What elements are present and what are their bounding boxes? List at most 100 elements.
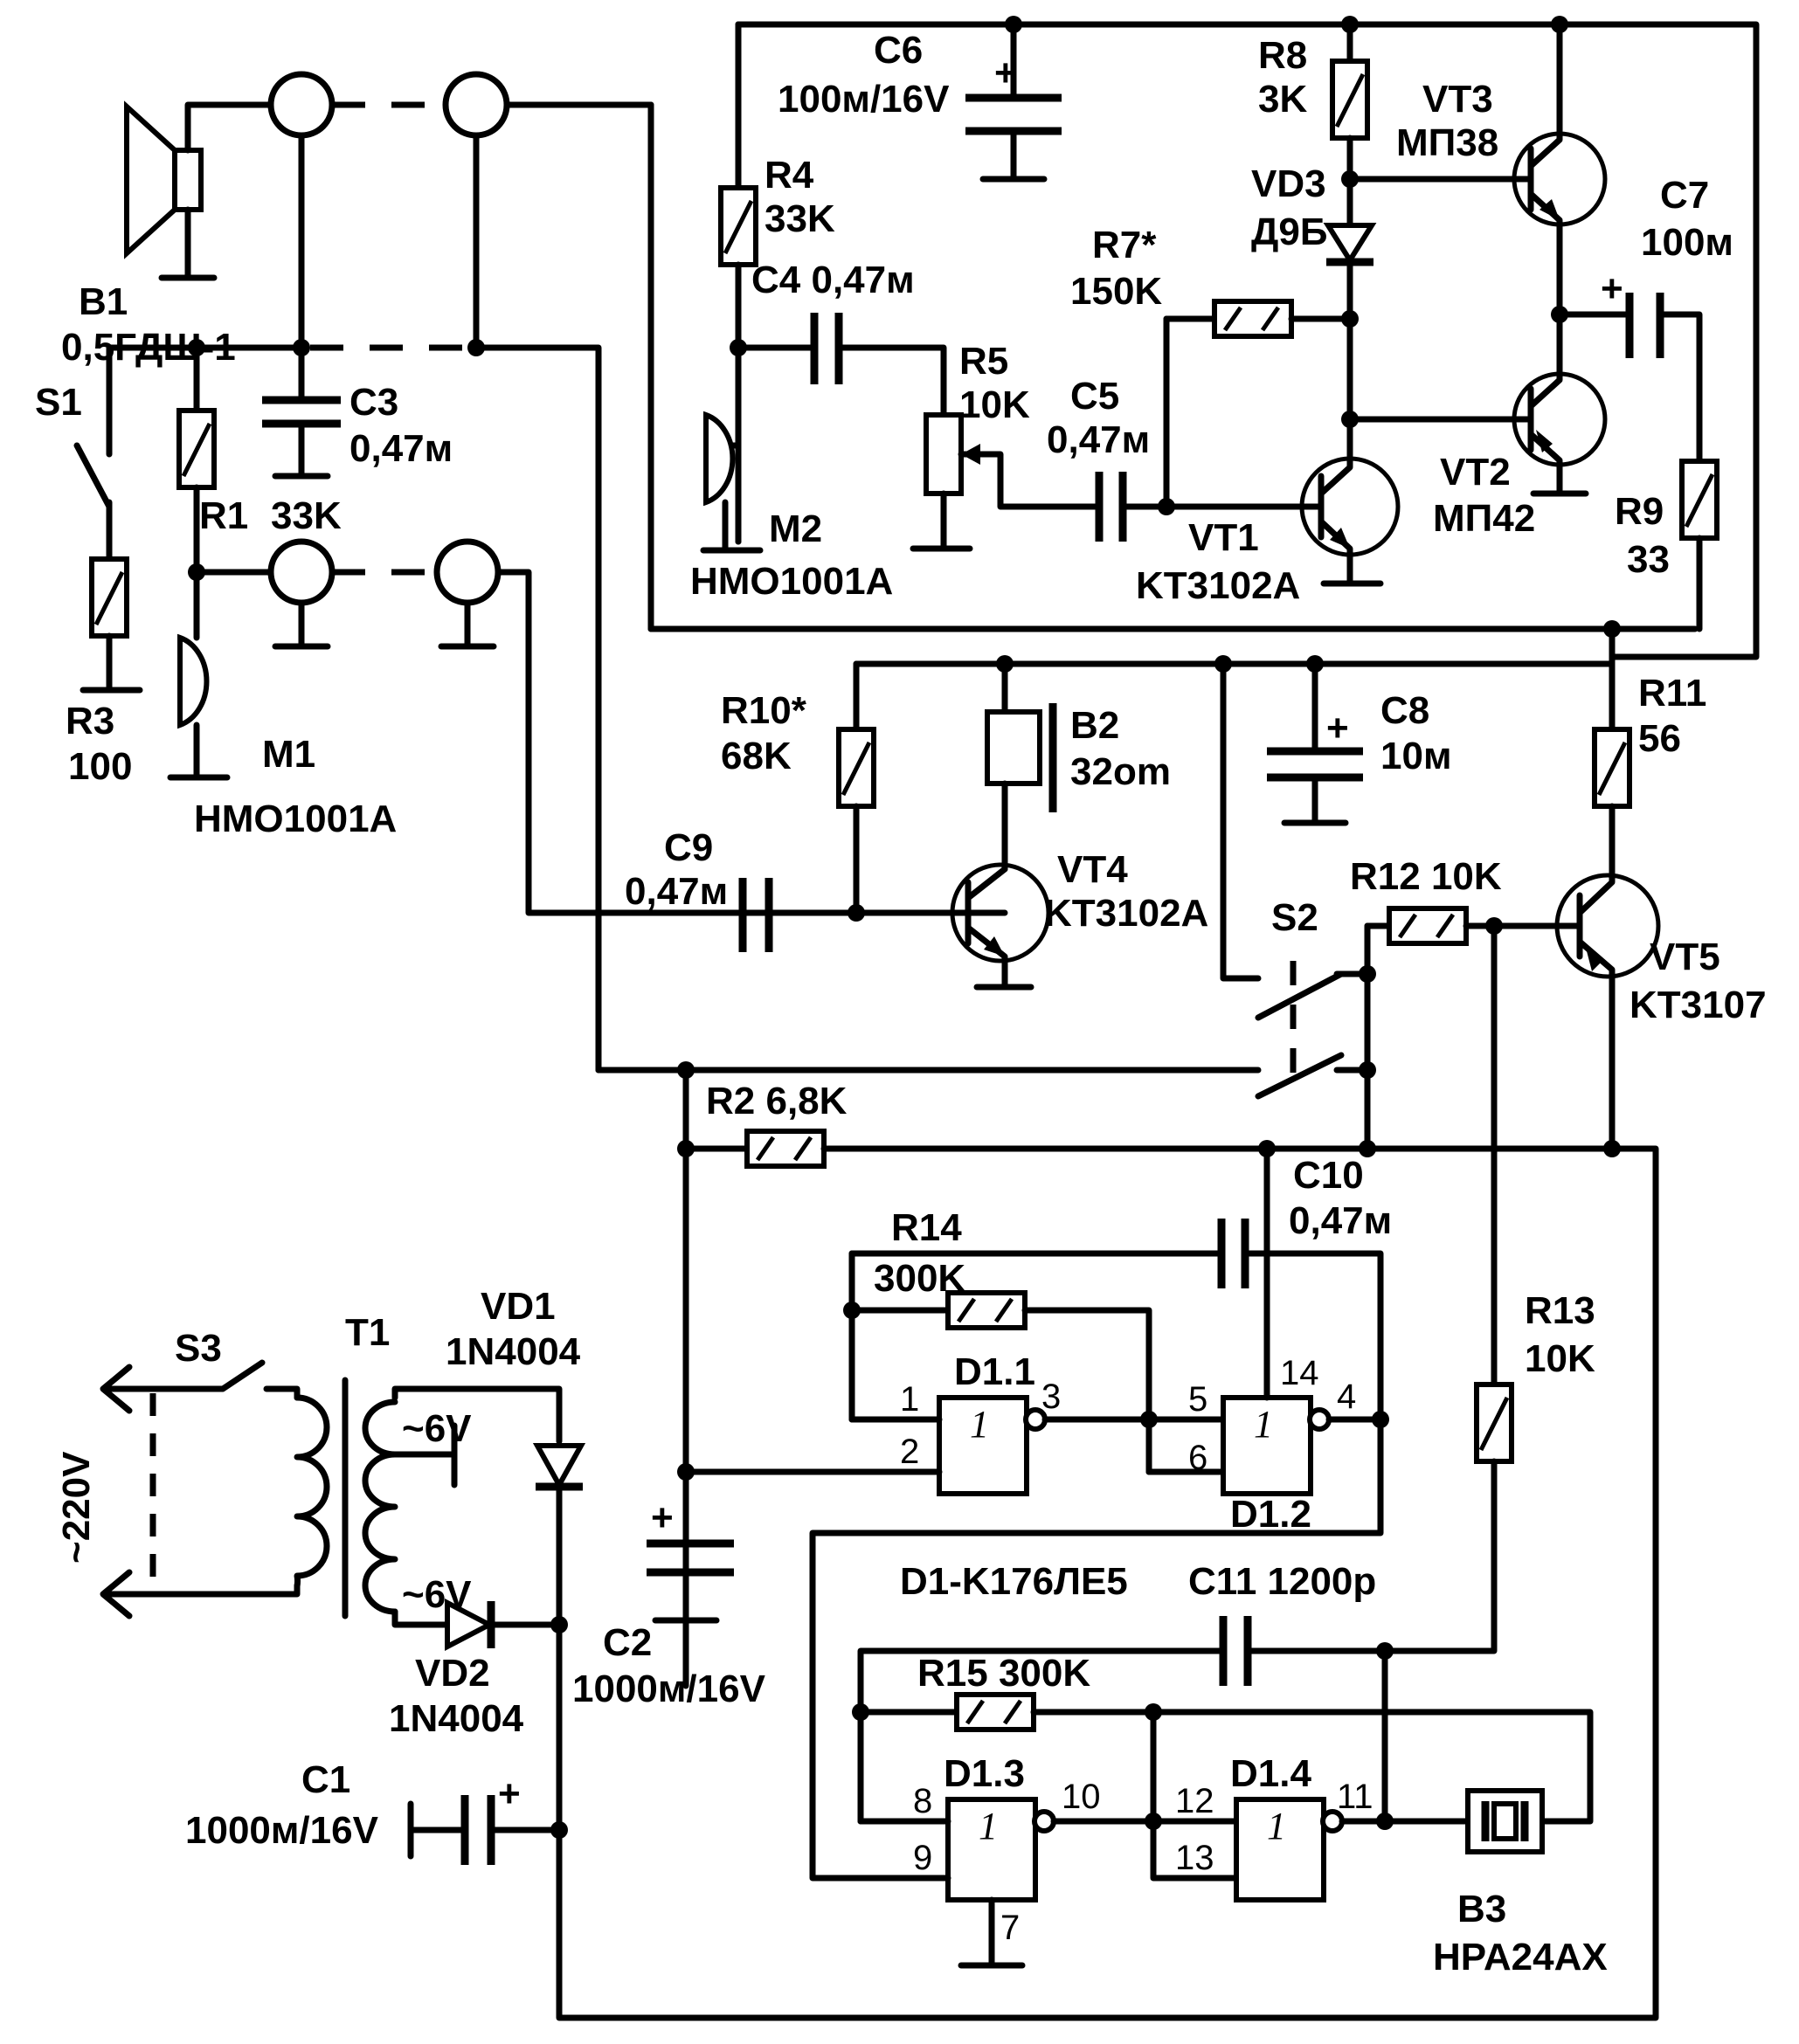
- potentiometer-r5: R5 10K: [910, 340, 1100, 552]
- svg-text:R11: R11: [1638, 672, 1706, 715]
- resistor-r9: R9 33: [1615, 459, 1719, 632]
- amplifier-section: + C6 100м/16V R8 3K VT3 МП38: [647, 16, 1760, 660]
- svg-text:VT2: VT2: [1440, 451, 1511, 494]
- svg-text:МП38: МП38: [1396, 121, 1498, 164]
- svg-text:10K: 10K: [959, 383, 1030, 426]
- capacitor-c11: C11 1200p: [852, 1560, 1376, 1825]
- svg-text:100м: 100м: [1641, 221, 1733, 264]
- capacitor-c6: + C6 100м/16V: [778, 21, 1062, 183]
- svg-text:R3: R3: [66, 700, 114, 742]
- svg-text:300K: 300K: [874, 1257, 965, 1300]
- svg-text:0,47м: 0,47м: [1047, 418, 1150, 461]
- capacitor-c10: C10 0,47м: [809, 1145, 1392, 1628]
- svg-text:11: 11: [1337, 1778, 1373, 1816]
- svg-text:+: +: [1326, 707, 1349, 749]
- svg-text:1: 1: [979, 1805, 998, 1847]
- resistor-r4: R4 33K: [718, 21, 835, 545]
- svg-text:5: 5: [1188, 1380, 1207, 1419]
- svg-text:НМО1001А: НМО1001А: [194, 798, 397, 840]
- svg-text:C4 0,47м: C4 0,47м: [751, 259, 915, 301]
- gate-d1-3: 1 8 9 7 10 D1.3: [809, 1621, 1157, 1969]
- microphone-m1: M1 НМО1001А: [167, 569, 397, 840]
- svg-text:C1: C1: [301, 1758, 350, 1801]
- transistor-vt3: VT3 МП38: [1341, 21, 1608, 318]
- switch-s1: S1: [35, 344, 113, 563]
- svg-text:B3: B3: [1457, 1888, 1506, 1930]
- svg-text:C2: C2: [603, 1621, 652, 1664]
- svg-text:7: 7: [1000, 1909, 1020, 1947]
- svg-text:9: 9: [913, 1839, 932, 1877]
- svg-text:4: 4: [1337, 1378, 1356, 1416]
- svg-text:33: 33: [1627, 538, 1670, 581]
- svg-text:R2 6,8K: R2 6,8K: [706, 1080, 848, 1122]
- svg-text:3K: 3K: [1258, 78, 1307, 121]
- svg-text:10K: 10K: [1525, 1337, 1595, 1380]
- svg-text:D1.1: D1.1: [954, 1350, 1035, 1393]
- svg-text:C3: C3: [349, 381, 398, 424]
- svg-text:R13: R13: [1525, 1289, 1595, 1332]
- gate-d1-4: 1 12 13 11 D1.4: [1145, 1647, 1471, 1902]
- svg-text:0,47м: 0,47м: [349, 427, 453, 470]
- svg-text:VT5: VT5: [1650, 936, 1720, 978]
- svg-text:R4: R4: [765, 154, 814, 197]
- svg-text:1000м/16V: 1000м/16V: [185, 1809, 379, 1852]
- svg-text:R10*: R10*: [721, 689, 807, 732]
- svg-text:HPA24AX: HPA24AX: [1433, 1936, 1608, 1978]
- svg-text:МП42: МП42: [1433, 497, 1535, 540]
- capacitor-c9: C9 0,47м: [625, 826, 965, 952]
- svg-text:68K: 68K: [721, 735, 792, 777]
- svg-text:32om: 32om: [1070, 750, 1171, 793]
- svg-text:R14: R14: [891, 1206, 962, 1249]
- diode-vd3: VD3 Д9Б: [1251, 162, 1377, 423]
- svg-text:C8: C8: [1380, 689, 1429, 732]
- svg-text:12: 12: [1175, 1782, 1214, 1820]
- resistor-r10: R10* 68K: [721, 660, 876, 922]
- svg-text:~220V: ~220V: [55, 1451, 98, 1564]
- svg-text:M1: M1: [262, 733, 315, 776]
- capacitor-c2: + C2 1000м/16V: [572, 1468, 766, 1710]
- svg-text:KT3107: KT3107: [1629, 984, 1767, 1026]
- svg-text:1: 1: [970, 1403, 989, 1446]
- svg-text:D1.2: D1.2: [1230, 1493, 1311, 1536]
- svg-text:14: 14: [1280, 1354, 1319, 1392]
- oscillator-section: C10 0,47м R14 300K 1 1 2 3 D1: [677, 922, 1608, 1978]
- svg-text:8: 8: [913, 1782, 932, 1820]
- svg-text:C11 1200p: C11 1200p: [1188, 1560, 1376, 1603]
- svg-text:D1.4: D1.4: [1230, 1752, 1311, 1795]
- svg-text:S3: S3: [175, 1327, 222, 1370]
- capacitor-c7: + C7 100м: [1551, 174, 1733, 465]
- capacitor-c1: + C1 1000м/16V: [185, 1758, 568, 1865]
- svg-text:НМО1001А: НМО1001А: [690, 560, 893, 603]
- svg-text:VD1: VD1: [481, 1285, 556, 1328]
- svg-text:+: +: [1601, 267, 1623, 310]
- svg-text:10: 10: [1062, 1778, 1101, 1816]
- svg-text:M2: M2: [769, 508, 822, 550]
- svg-text:R12 10K: R12 10K: [1350, 855, 1502, 898]
- svg-text:VT4: VT4: [1057, 848, 1128, 891]
- svg-text:+: +: [498, 1772, 521, 1815]
- svg-text:T1: T1: [345, 1311, 390, 1354]
- resistor-r12: R12 10K: [1350, 855, 1583, 946]
- svg-text:+: +: [994, 52, 1017, 94]
- svg-text:56: 56: [1638, 717, 1681, 760]
- resistor-r1: R1 33K: [176, 344, 342, 581]
- svg-text:VT3: VT3: [1422, 78, 1493, 121]
- diode-vd2: VD2 1N4004: [389, 1599, 563, 1740]
- transformer-t1: T1 ~6V ~6V: [294, 1311, 563, 1628]
- gate-d1-1: 1 1 2 3 D1.1: [677, 1350, 1152, 1496]
- svg-text:KT3102A: KT3102A: [1136, 564, 1300, 607]
- transistor-vt1: VT1 KT3102A: [1136, 416, 1401, 607]
- svg-text:R1: R1: [199, 494, 248, 537]
- svg-text:150K: 150K: [1070, 270, 1162, 313]
- svg-text:1N4004: 1N4004: [446, 1330, 581, 1373]
- svg-text:C6: C6: [874, 29, 923, 72]
- svg-text:0,47м: 0,47м: [625, 870, 728, 913]
- speaker-b1: B1 0,5ГДШ-1: [61, 100, 274, 369]
- svg-text:1N4004: 1N4004: [389, 1697, 524, 1740]
- svg-text:Д9Б: Д9Б: [1251, 211, 1327, 253]
- svg-text:KT3102A: KT3102A: [1044, 892, 1208, 935]
- earphone-b2: B2 32om: [985, 660, 1171, 873]
- svg-text:R5: R5: [959, 340, 1008, 383]
- svg-text:3: 3: [1041, 1378, 1061, 1416]
